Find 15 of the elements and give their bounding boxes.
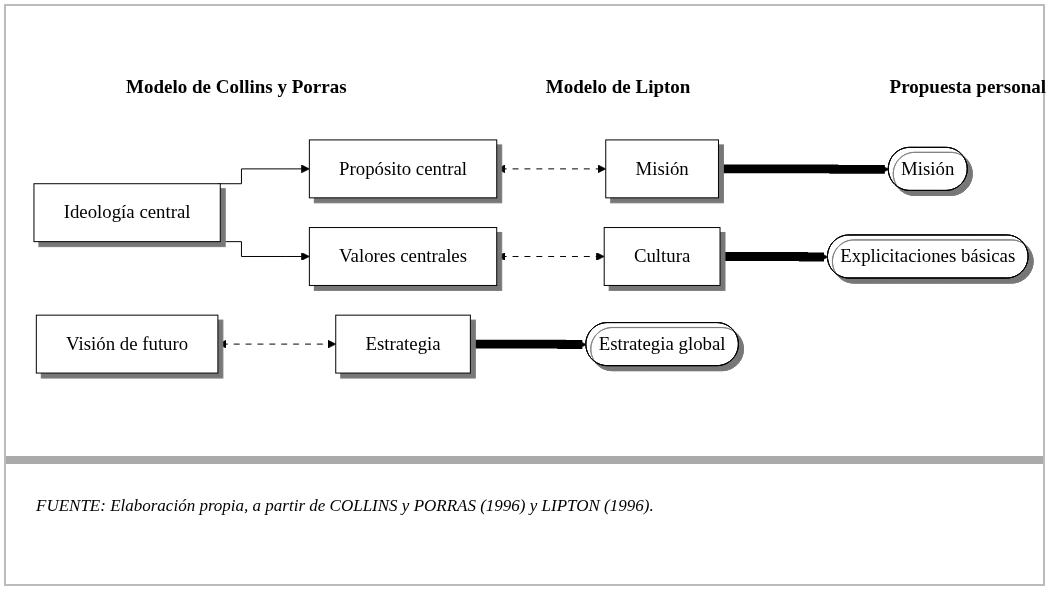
node-box bbox=[603, 226, 721, 286]
node-box bbox=[308, 226, 498, 286]
column-heading: Modelo de Collins y Porras bbox=[126, 76, 347, 98]
arrow bbox=[470, 339, 587, 349]
node-box bbox=[335, 314, 471, 374]
arrow bbox=[720, 251, 829, 261]
caption: FUENTE: Elaboración propia, a partir de COLLINS y PORRAS (1996) y LIPTON (1996). bbox=[36, 496, 654, 516]
column-heading: Modelo de Lipton bbox=[545, 76, 691, 98]
node-box bbox=[605, 138, 719, 198]
arrow bbox=[718, 163, 890, 174]
node-box bbox=[33, 182, 221, 242]
node-box bbox=[308, 138, 498, 198]
diagram: Ideología central Propósito central Valores centrales Visión de futuro Misión Cultura Estrategia Misión Explicitaciones básicas Estrategia global bbox=[26, 131, 1036, 381]
node-box bbox=[35, 314, 219, 374]
column-heading: Propuesta personal bbox=[889, 76, 1046, 98]
